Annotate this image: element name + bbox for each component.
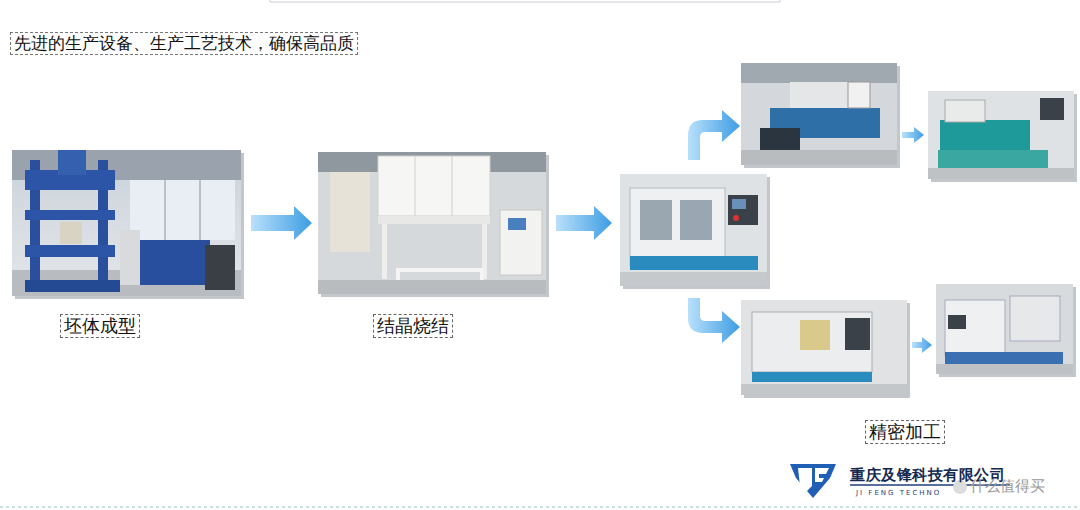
process-group: 精密加工 [618,60,1076,450]
flow-arrow [556,206,612,240]
process-photo: 坯体成型 [12,150,241,296]
watermark: 什么值得买 [970,477,1045,496]
process-photo: 结晶烧结 [318,152,546,294]
title: 先进的生产设备、生产工艺技术，确保高品质 [10,32,358,55]
process-caption: 精密加工 [865,420,945,444]
process-caption: 结晶烧结 [373,314,453,338]
process-caption: 坯体成型 [60,314,140,338]
company-name-en: JI FENG TECHNO [856,489,941,497]
flow-arrow [251,206,312,240]
